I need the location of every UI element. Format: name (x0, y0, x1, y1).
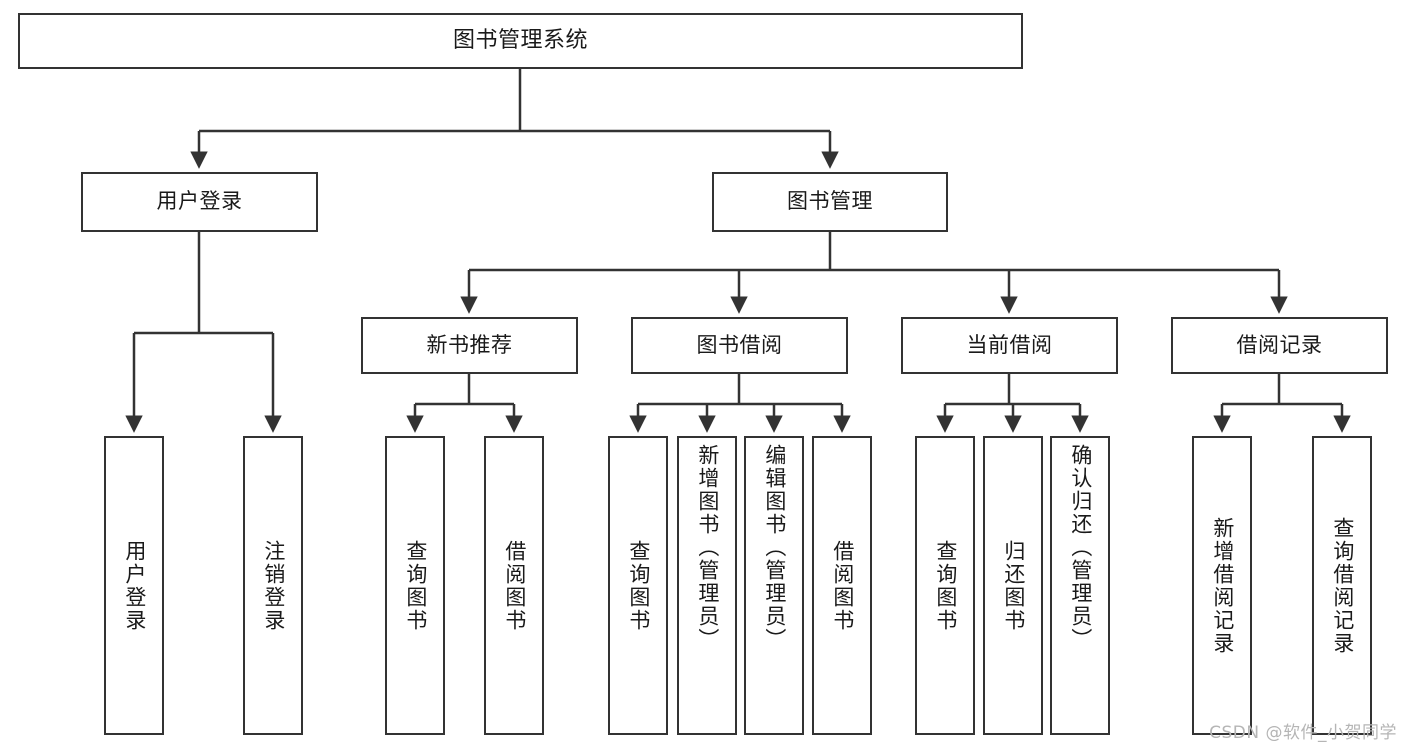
node-leaf-confirm-return-label: 确认归还（管理员） (1068, 444, 1093, 651)
node-leaf-user-login-label: 用户登录 (122, 539, 147, 632)
node-new-book-recommend-label: 新书推荐 (426, 332, 513, 357)
node-leaf-confirm-return[interactable]: 确认归还（管理员） (1050, 436, 1110, 735)
node-leaf-add-record[interactable]: 新增借阅记录 (1192, 436, 1252, 735)
node-leaf-user-login[interactable]: 用户登录 (104, 436, 164, 735)
node-leaf-edit-book[interactable]: 编辑图书（管理员） (744, 436, 804, 735)
node-user-login[interactable]: 用户登录 (81, 172, 318, 232)
node-leaf-query-book-3[interactable]: 查询图书 (915, 436, 975, 735)
node-current-borrow-label: 当前借阅 (966, 332, 1053, 357)
node-borrow-record-label: 借阅记录 (1236, 332, 1323, 357)
node-root-label: 图书管理系统 (452, 27, 588, 53)
node-leaf-user-logout-label: 注销登录 (261, 539, 286, 632)
node-leaf-add-record-label: 新增借阅记录 (1210, 516, 1235, 655)
node-book-manage-label: 图书管理 (787, 189, 873, 214)
node-leaf-add-book-label: 新增图书（管理员） (695, 444, 720, 651)
node-leaf-query-record-label: 查询借阅记录 (1330, 516, 1355, 655)
node-book-borrow-label: 图书借阅 (696, 332, 783, 357)
node-book-borrow[interactable]: 图书借阅 (631, 317, 848, 374)
node-leaf-borrow-book-2[interactable]: 借阅图书 (812, 436, 872, 735)
node-user-login-label: 用户登录 (156, 189, 243, 214)
node-leaf-borrow-book-1-label: 借阅图书 (502, 539, 527, 632)
watermark: CSDN @软件_小贺同学 (1209, 723, 1397, 743)
node-borrow-record[interactable]: 借阅记录 (1171, 317, 1388, 374)
node-leaf-add-book[interactable]: 新增图书（管理员） (677, 436, 737, 735)
node-leaf-query-book-2[interactable]: 查询图书 (608, 436, 668, 735)
node-root[interactable]: 图书管理系统 (18, 13, 1023, 69)
node-leaf-query-book-3-label: 查询图书 (933, 539, 958, 632)
node-leaf-borrow-book-1[interactable]: 借阅图书 (484, 436, 544, 735)
node-leaf-query-book-2-label: 查询图书 (626, 539, 651, 632)
node-leaf-query-book-1[interactable]: 查询图书 (385, 436, 445, 735)
node-new-book-recommend[interactable]: 新书推荐 (361, 317, 578, 374)
node-leaf-user-logout[interactable]: 注销登录 (243, 436, 303, 735)
node-leaf-return-book[interactable]: 归还图书 (983, 436, 1043, 735)
node-leaf-edit-book-label: 编辑图书（管理员） (762, 444, 787, 651)
node-leaf-return-book-label: 归还图书 (1001, 539, 1026, 632)
node-leaf-borrow-book-2-label: 借阅图书 (830, 539, 855, 632)
node-book-manage[interactable]: 图书管理 (712, 172, 948, 232)
node-leaf-query-record[interactable]: 查询借阅记录 (1312, 436, 1372, 735)
node-current-borrow[interactable]: 当前借阅 (901, 317, 1118, 374)
node-leaf-query-book-1-label: 查询图书 (403, 539, 428, 632)
